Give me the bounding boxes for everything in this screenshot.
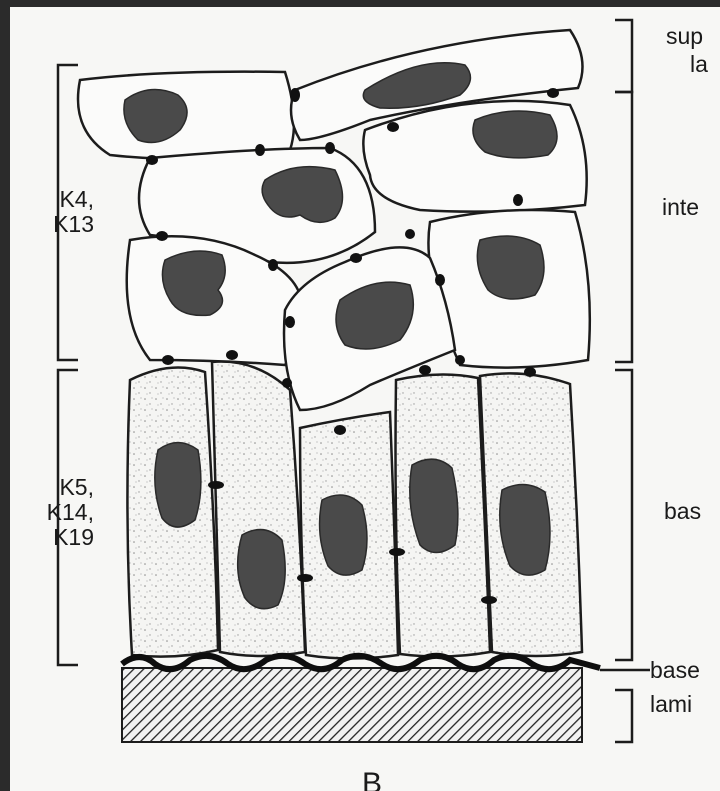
nucleus xyxy=(155,443,201,528)
label-upper-keratins: K4, K13 xyxy=(22,187,94,237)
panel-letter: B xyxy=(362,770,382,791)
label-basement: base xyxy=(650,656,700,684)
suprabasal-cell-layer xyxy=(78,30,590,410)
label-lamina: lami xyxy=(650,690,692,718)
basal-lamina xyxy=(122,668,582,742)
right-brackets xyxy=(600,20,650,742)
bracket-lamina xyxy=(615,690,632,742)
nucleus xyxy=(320,495,367,575)
intermediate-cell xyxy=(363,101,586,212)
label-superficial-2: la xyxy=(690,50,708,78)
left-brackets xyxy=(58,65,78,665)
nucleus xyxy=(238,530,286,609)
nucleus xyxy=(473,111,557,158)
label-superficial-1: sup xyxy=(666,22,703,50)
label-intermediate: inte xyxy=(662,193,699,221)
bracket-basal xyxy=(615,370,632,660)
nucleus xyxy=(410,459,458,552)
label-basal-keratins: K5, K14, K19 xyxy=(10,475,94,550)
nucleus xyxy=(477,236,544,299)
basal-cell xyxy=(212,362,305,656)
bracket-superficial xyxy=(615,20,632,92)
label-basal: bas xyxy=(664,497,701,525)
bracket-intermediate xyxy=(615,92,632,362)
